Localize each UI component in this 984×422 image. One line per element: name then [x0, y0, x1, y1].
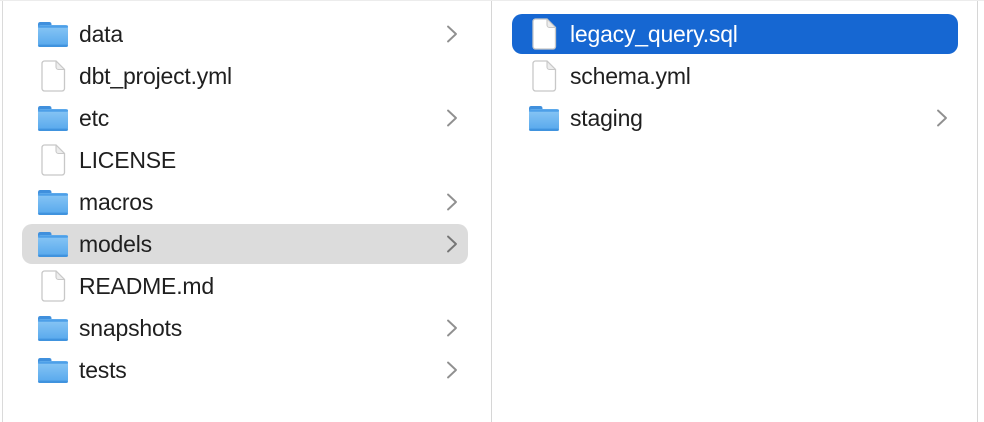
folder-icon	[527, 102, 560, 134]
list-item-macros[interactable]: macros	[22, 182, 468, 222]
item-label: legacy_query.sql	[570, 20, 738, 47]
list-item-tests[interactable]: tests	[22, 350, 468, 390]
item-label: LICENSE	[79, 146, 177, 173]
chevron-right-icon	[446, 108, 458, 128]
finder-column-left: data dbt_project.yml etc	[2, 1, 492, 422]
item-label: README.md	[79, 272, 214, 299]
list-item-models[interactable]: models	[22, 224, 468, 264]
chevron-right-icon	[446, 24, 458, 44]
item-label: staging	[570, 104, 643, 131]
list-item-readme-md[interactable]: README.md	[22, 266, 468, 306]
item-label: dbt_project.yml	[79, 62, 232, 89]
list-item-schema-yml[interactable]: schema.yml	[512, 56, 958, 96]
chevron-right-icon	[446, 318, 458, 338]
item-label: tests	[79, 356, 127, 383]
item-label: macros	[79, 188, 154, 215]
list-item-staging[interactable]: staging	[512, 98, 958, 138]
folder-icon	[36, 102, 69, 134]
folder-icon	[36, 18, 69, 50]
chevron-right-icon	[446, 360, 458, 380]
document-icon	[527, 60, 560, 92]
folder-icon	[36, 312, 69, 344]
item-label: data	[79, 20, 123, 47]
list-item-etc[interactable]: etc	[22, 98, 468, 138]
item-label: schema.yml	[570, 62, 691, 89]
document-icon	[36, 144, 69, 176]
chevron-right-icon	[446, 234, 458, 254]
item-label: models	[79, 230, 152, 257]
chevron-right-icon	[936, 108, 948, 128]
folder-icon	[36, 354, 69, 386]
document-icon	[527, 18, 560, 50]
folder-icon	[36, 186, 69, 218]
list-item-dbt-project-yml[interactable]: dbt_project.yml	[22, 56, 468, 96]
item-label: etc	[79, 104, 110, 131]
document-icon	[36, 60, 69, 92]
chevron-right-icon	[446, 192, 458, 212]
list-item-data[interactable]: data	[22, 14, 468, 54]
list-item-snapshots[interactable]: snapshots	[22, 308, 468, 348]
folder-icon	[36, 228, 69, 260]
finder-column-right: legacy_query.sql schema.yml staging	[492, 1, 978, 422]
item-label: snapshots	[79, 314, 183, 341]
document-icon	[36, 270, 69, 302]
list-item-license[interactable]: LICENSE	[22, 140, 468, 180]
list-item-legacy-query-sql[interactable]: legacy_query.sql	[512, 14, 958, 54]
